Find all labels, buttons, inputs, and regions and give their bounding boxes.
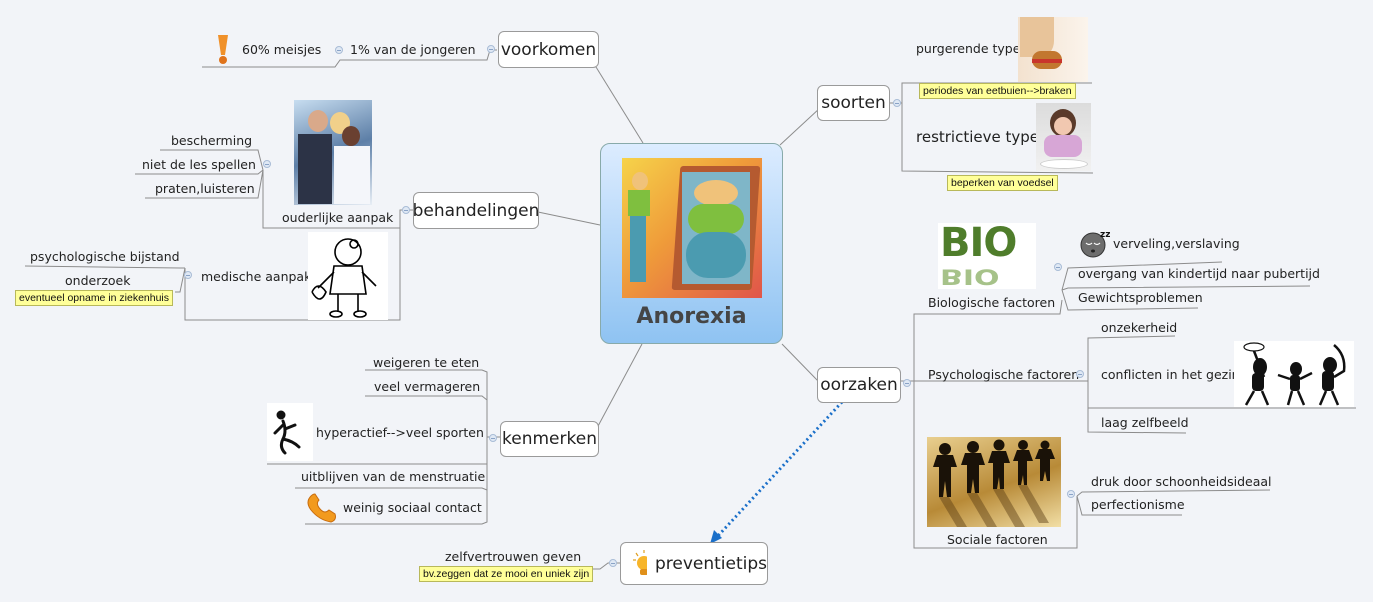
collapse-oorzaken[interactable]: [903, 379, 911, 387]
exclamation-icon: [218, 35, 228, 64]
subtopic-psychologische-bijstand[interactable]: psychologische bijstand: [30, 249, 180, 264]
topic-behandelingen-label: behandelingen: [412, 200, 540, 221]
subtopic-purgerende-type[interactable]: purgerende type: [916, 41, 1021, 56]
topic-voorkomen[interactable]: voorkomen: [498, 31, 599, 68]
central-topic-title: Anorexia: [636, 304, 747, 329]
runner-figure: [267, 403, 313, 461]
svg-text:zz: zz: [1100, 230, 1110, 240]
subtopic-60pct-meisjes[interactable]: 60% meisjes: [242, 42, 322, 57]
subtopic-praten-luisteren[interactable]: praten,luisteren: [155, 181, 255, 196]
collapse-ouderlijke-aanpak[interactable]: [263, 160, 271, 168]
parents-at-computer-photo: [294, 100, 372, 205]
subtopic-hyperactief[interactable]: hyperactief-->veel sporten: [316, 425, 484, 440]
subtopic-druk-schoonheidsideaal[interactable]: druk door schoonheidsideaal: [1091, 474, 1272, 489]
topic-voorkomen-label: voorkomen: [500, 39, 597, 60]
subtopic-gewichtsproblemen[interactable]: Gewichtsproblemen: [1078, 290, 1203, 305]
collapse-voorkomen[interactable]: [487, 45, 495, 53]
doctor-cartoon: [308, 232, 388, 320]
subtopic-zelfvertrouwen-geven[interactable]: zelfvertrouwen geven: [445, 549, 582, 564]
collapse-1pct-jongeren[interactable]: [335, 46, 343, 54]
subtopic-conflicten-gezin[interactable]: conflicten in het gezin: [1101, 367, 1240, 382]
lightbulb-icon: [633, 549, 647, 575]
collapse-preventietips[interactable]: [609, 559, 617, 567]
collapse-sociale[interactable]: [1067, 490, 1075, 498]
topic-kenmerken-label: kenmerken: [502, 429, 597, 449]
phone-icon: [307, 493, 336, 523]
subtopic-ouderlijke-aanpak[interactable]: ouderlijke aanpak: [282, 210, 394, 225]
subtopic-onzekerheid[interactable]: onzekerheid: [1101, 320, 1178, 335]
subtopic-biologische-factoren[interactable]: Biologische factoren: [928, 295, 1056, 310]
subtopic-psychologische-factoren[interactable]: Psychologische factoren: [928, 367, 1080, 382]
collapse-biologische[interactable]: [1054, 263, 1062, 271]
note-periodes-eetbuien: periodes van eetbuien-->braken: [919, 83, 1076, 99]
subtopic-sociale-factoren[interactable]: Sociale factoren: [947, 532, 1048, 547]
topic-soorten[interactable]: soorten: [817, 85, 890, 121]
central-topic[interactable]: Anorexia: [600, 143, 783, 344]
topic-behandelingen[interactable]: behandelingen: [413, 192, 539, 229]
collapse-psychologische[interactable]: [1076, 370, 1084, 378]
sad-girl-photo: [1036, 103, 1091, 171]
subtopic-veel-vermageren[interactable]: veel vermageren: [374, 379, 481, 394]
bio-text-image: BIO BIO: [938, 223, 1036, 289]
subtopic-onderzoek[interactable]: onderzoek: [65, 273, 131, 288]
subtopic-niet-de-les-spellen[interactable]: niet de les spellen: [142, 157, 256, 172]
topic-preventietips-label: preventietips: [654, 553, 767, 574]
collapse-behandelingen[interactable]: [402, 206, 410, 214]
subtopic-1pct-jongeren[interactable]: 1% van de jongeren: [350, 42, 476, 57]
note-beperken-voedsel: beperken van voedsel: [947, 175, 1058, 191]
paper-chain-people-photo: [927, 437, 1061, 527]
note-eventueel-opname: eventueel opname in ziekenhuis: [15, 290, 174, 306]
topic-kenmerken[interactable]: kenmerken: [500, 421, 599, 457]
eating-burger-photo: [1018, 17, 1088, 82]
subtopic-weinig-sociaal-contact[interactable]: weinig sociaal contact: [343, 500, 482, 515]
topic-oorzaken-label: oorzaken: [820, 375, 898, 395]
subtopic-medische-aanpak[interactable]: medische aanpak: [201, 269, 312, 284]
collapse-kenmerken[interactable]: [489, 434, 497, 442]
topic-preventietips[interactable]: preventietips: [620, 542, 768, 585]
subtopic-laag-zelfbeeld[interactable]: laag zelfbeeld: [1101, 415, 1189, 430]
subtopic-uitblijven-menstruatie[interactable]: uitblijven van de menstruatie: [301, 469, 486, 484]
topic-soorten-label: soorten: [821, 93, 886, 113]
subtopic-perfectionisme[interactable]: perfectionisme: [1091, 497, 1185, 512]
subtopic-weigeren-te-eten[interactable]: weigeren te eten: [373, 355, 480, 370]
subtopic-overgang-kindertijd[interactable]: overgang van kindertijd naar pubertijd: [1078, 266, 1320, 281]
topic-oorzaken[interactable]: oorzaken: [817, 367, 901, 403]
subtopic-verveling-verslaving[interactable]: verveling,verslaving: [1113, 236, 1240, 251]
note-bv-zeggen: bv.zeggen dat ze mooi en uniek zijn: [419, 566, 594, 582]
anorexia-mirror-illustration: [622, 158, 762, 298]
sleeping-face-icon: zz: [1080, 230, 1110, 258]
collapse-soorten[interactable]: [893, 99, 901, 107]
subtopic-restrictieve-type[interactable]: restrictieve type: [916, 128, 1040, 146]
collapse-medische-aanpak[interactable]: [184, 271, 192, 279]
subtopic-bescherming[interactable]: bescherming: [171, 133, 253, 148]
fighting-figures-clipart: [1234, 341, 1354, 407]
